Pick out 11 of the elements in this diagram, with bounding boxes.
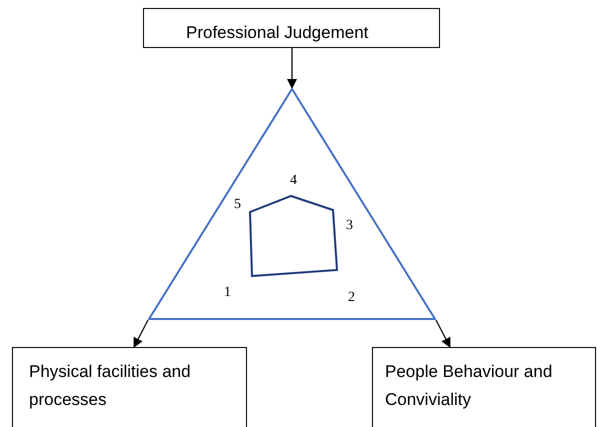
callout-number: 3 (346, 218, 353, 234)
text-box: Physical facilities and processes (12, 347, 247, 427)
callout-number: 5 (234, 197, 241, 213)
text-box: People Behaviour and Conviviality (372, 347, 596, 427)
arrow (287, 48, 297, 89)
arrow (435, 320, 451, 348)
arrow (133, 320, 149, 348)
callout-number: 2 (348, 290, 355, 306)
callout-number: 4 (290, 173, 297, 189)
callout-number: 1 (224, 285, 231, 301)
text-box: Professional Judgement (143, 8, 440, 48)
